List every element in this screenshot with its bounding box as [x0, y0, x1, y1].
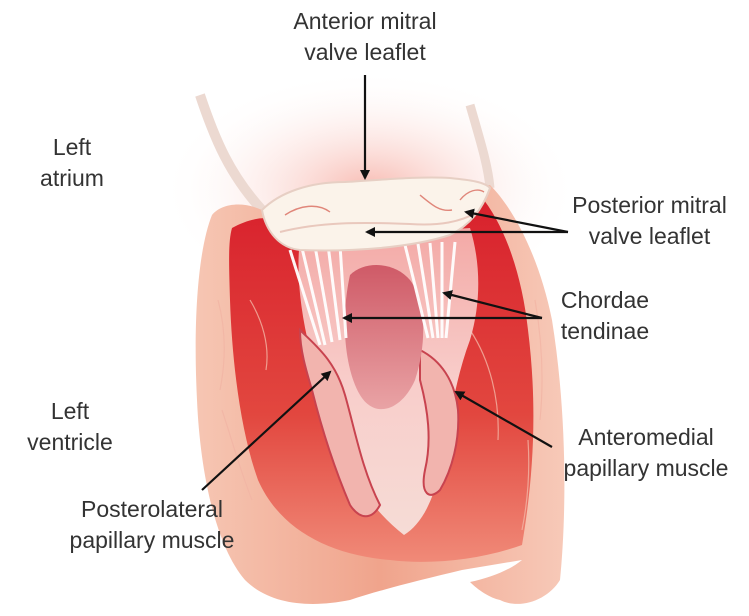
label-left-ventricle: Left ventricle	[10, 396, 130, 458]
label-line: Anteromedial	[548, 422, 744, 453]
label-posterior-mitral-valve-leaflet: Posterior mitral valve leaflet	[552, 190, 747, 252]
label-line: atrium	[22, 163, 122, 194]
label-line: Anterior mitral	[265, 6, 465, 37]
label-line: Posterior mitral	[552, 190, 747, 221]
label-line: Left	[22, 132, 122, 163]
label-line: tendinae	[545, 316, 665, 347]
label-anterior-mitral-valve-leaflet: Anterior mitral valve leaflet	[265, 6, 465, 68]
label-anteromedial-papillary-muscle: Anteromedial papillary muscle	[548, 422, 744, 484]
label-line: valve leaflet	[552, 221, 747, 252]
label-chordae-tendinae: Chordae tendinae	[545, 285, 665, 347]
label-line: Posterolateral	[52, 494, 252, 525]
label-line: valve leaflet	[265, 37, 465, 68]
label-line: Chordae	[545, 285, 665, 316]
label-left-atrium: Left atrium	[22, 132, 122, 194]
label-line: papillary muscle	[548, 453, 744, 484]
label-line: ventricle	[10, 427, 130, 458]
label-line: papillary muscle	[52, 525, 252, 556]
label-line: Left	[10, 396, 130, 427]
label-posterolateral-papillary-muscle: Posterolateral papillary muscle	[52, 494, 252, 556]
